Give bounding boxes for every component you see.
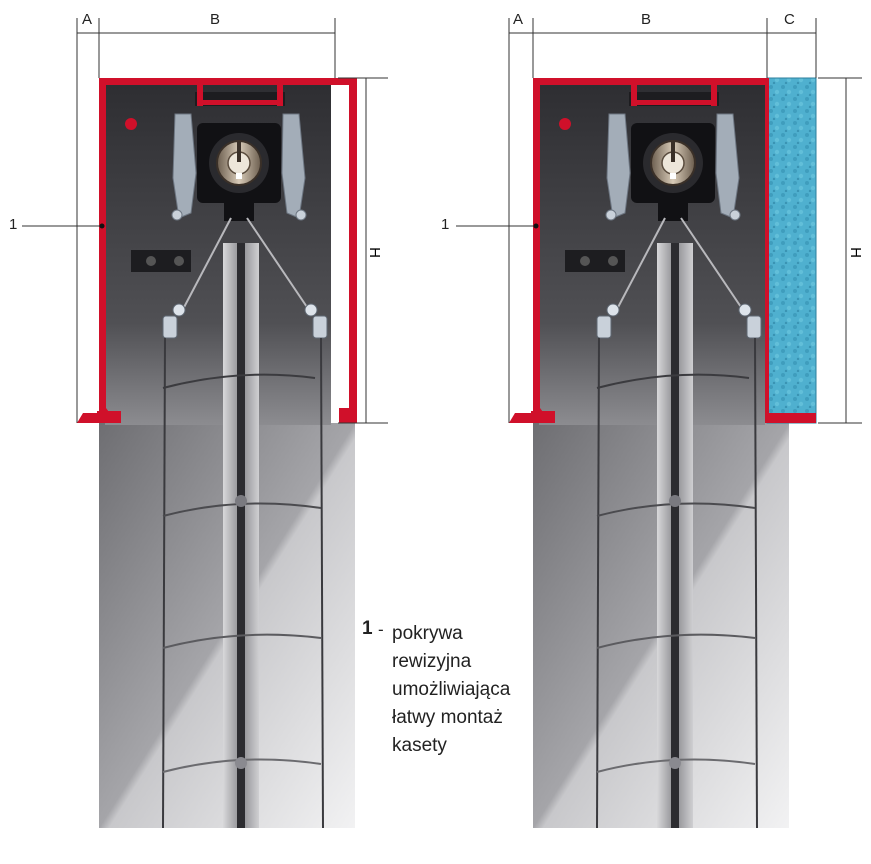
- right-frame-edge: [765, 78, 769, 423]
- right-bottom-lip-c: [765, 413, 816, 423]
- left-diagram: [22, 18, 388, 829]
- right-insulation-panel: [766, 77, 817, 424]
- right-callout-dot: [533, 223, 539, 229]
- right-bottom-lip: [509, 413, 533, 423]
- left-dim-h-label: H: [365, 247, 383, 258]
- legend-description: pokrywa rewizyjna umożliwiająca łatwy mo…: [392, 620, 562, 760]
- right-dim-a-label: A: [513, 11, 524, 28]
- right-callout-number: 1: [441, 216, 450, 233]
- left-cassette-cross-section: [96, 77, 358, 829]
- left-dim-b-label: B: [210, 11, 221, 28]
- right-dim-h-label: H: [846, 247, 864, 258]
- left-bottom-lip: [77, 413, 99, 423]
- legend-line: łatwy montaż: [392, 707, 503, 728]
- right-cassette-cross-section: [530, 77, 792, 829]
- legend-line: kasety: [392, 735, 447, 756]
- legend-line: pokrywa: [392, 623, 463, 644]
- right-dim-c-label: C: [784, 11, 795, 28]
- legend-line: umożliwiająca: [392, 679, 511, 700]
- legend-dash: -: [378, 620, 384, 639]
- right-dim-b-label: B: [641, 11, 652, 28]
- legend-line: rewizyjna: [392, 651, 472, 672]
- left-callout-dot: [99, 223, 105, 229]
- left-callout-number: 1: [9, 216, 18, 233]
- right-diagram: [456, 18, 862, 829]
- legend-number: 1: [362, 618, 373, 639]
- left-dim-a-label: A: [82, 11, 93, 28]
